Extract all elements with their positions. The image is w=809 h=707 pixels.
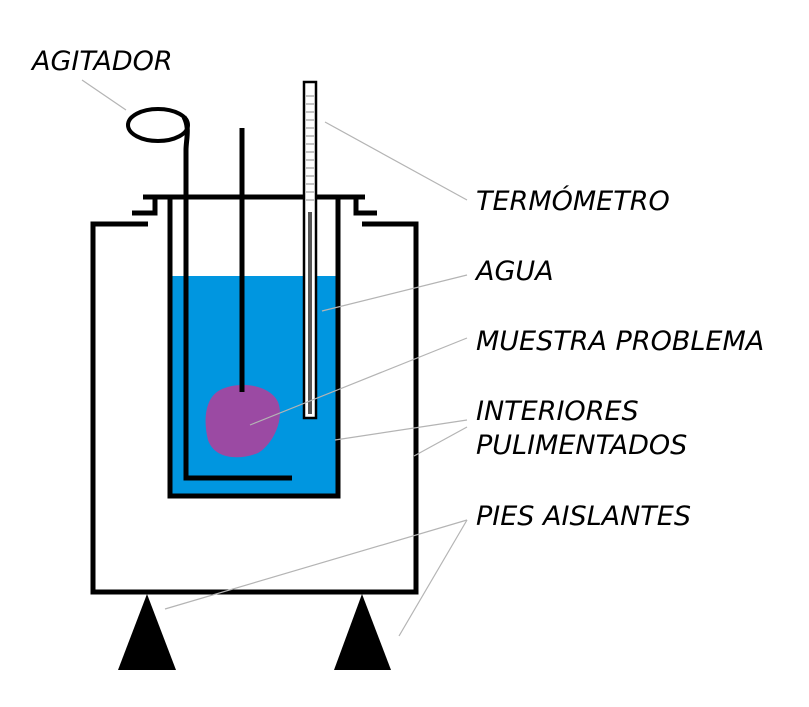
label-sample: MUESTRA PROBLEMA [476, 326, 764, 357]
leader-sample [249, 337, 468, 426]
sample-blob [205, 384, 280, 458]
foot-right [334, 594, 391, 670]
leader-foot-left [164, 519, 468, 610]
leader-polished-outer [413, 426, 468, 457]
label-polished-line1: INTERIORES [476, 396, 639, 427]
label-water: AGUA [474, 256, 554, 287]
label-thermometer: TERMÓMETRO [476, 185, 670, 217]
stirrer-rod [181, 115, 292, 481]
outer-container [90, 221, 419, 595]
thermometer-scale [306, 95, 314, 201]
inner-vessel [167, 197, 341, 499]
label-feet: PIES AISLANTES [476, 501, 691, 532]
foot-left [118, 594, 176, 670]
leader-thermometer [324, 121, 468, 201]
leader-agitator [81, 79, 127, 111]
leader-polished-inner [334, 419, 468, 441]
thermometer-column [308, 212, 312, 414]
stirrer-handle-ring [126, 107, 190, 143]
label-agitator: AGITADOR [30, 46, 173, 77]
label-polished-line2: PULIMENTADOS [476, 430, 687, 461]
leader-water [321, 274, 468, 312]
leader-foot-right [398, 519, 468, 637]
